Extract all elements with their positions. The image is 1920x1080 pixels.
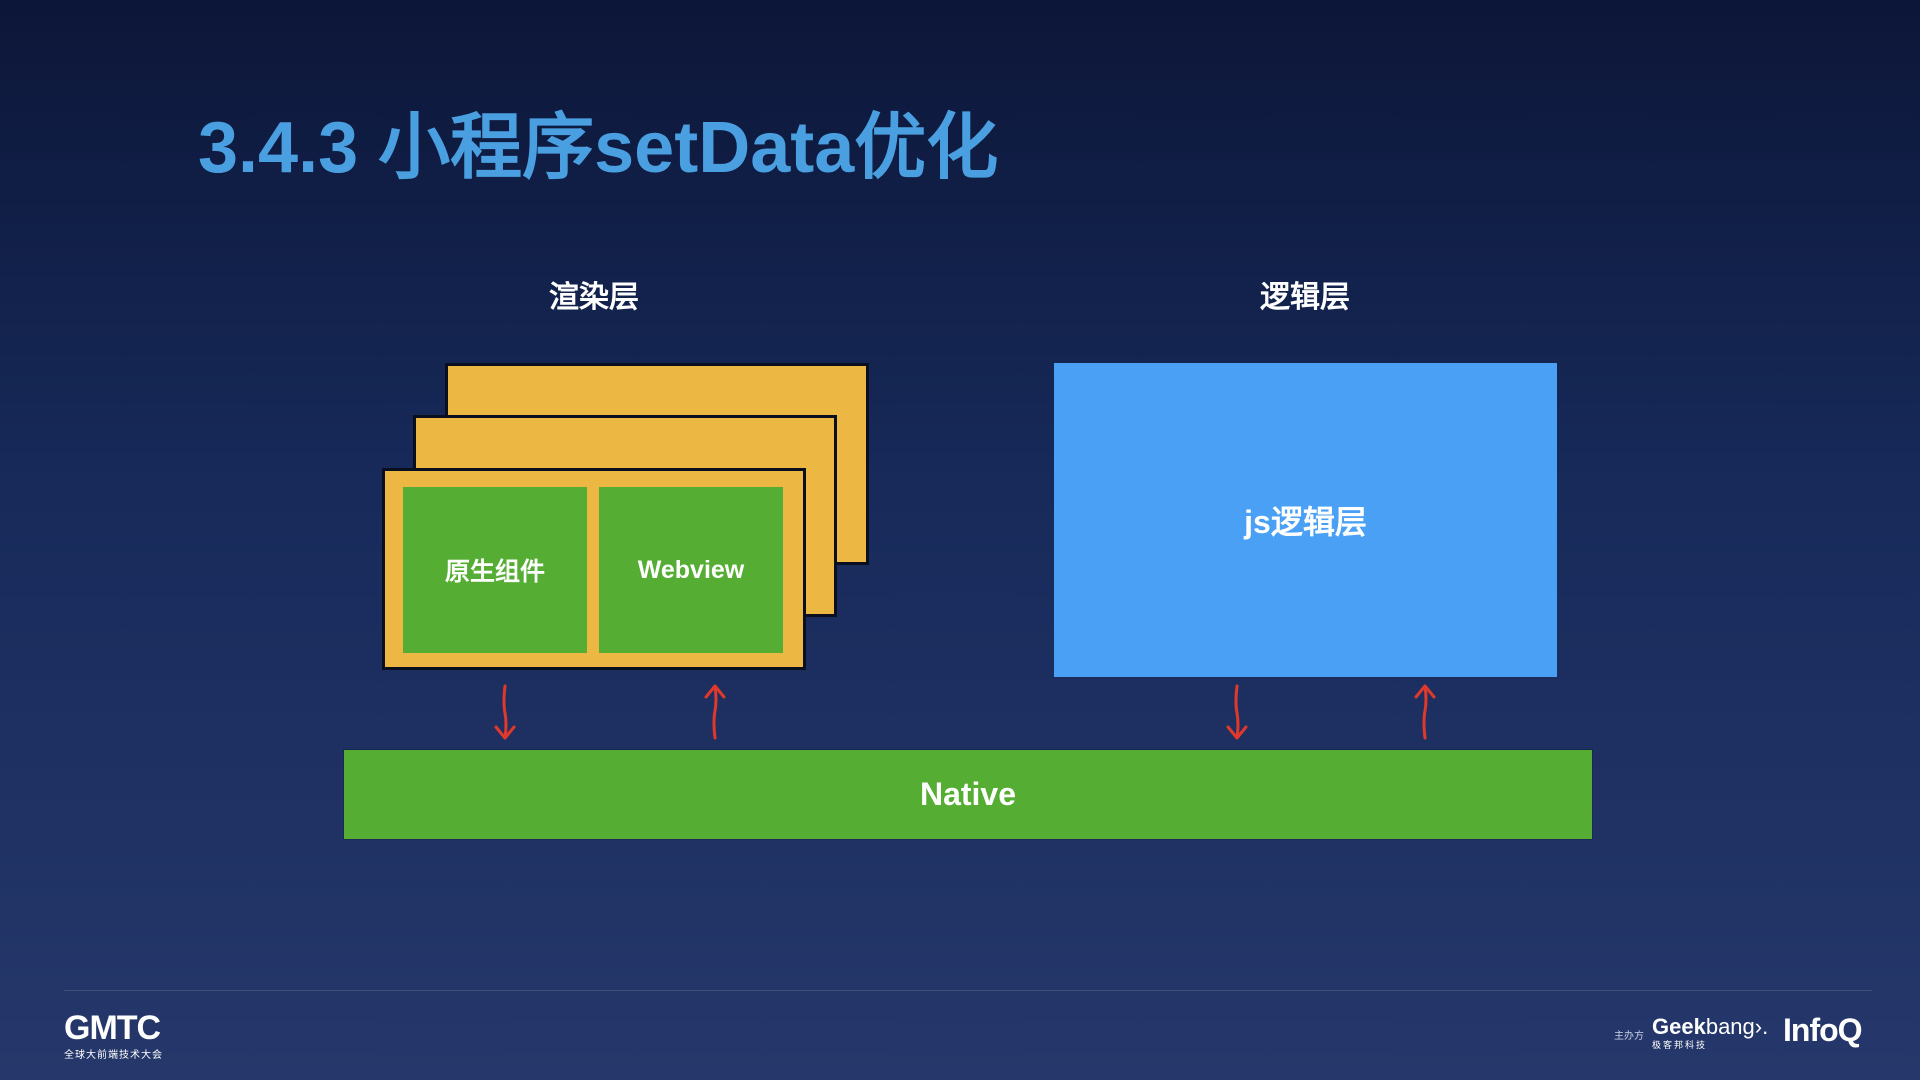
- arrow-up-icon: [1414, 684, 1436, 740]
- infoq-logo: InfoQ: [1783, 1012, 1863, 1048]
- gmtc-logo-text: GMTC: [64, 1009, 161, 1047]
- geekbang-logo-geek: Geek: [1652, 1014, 1706, 1039]
- js-logic-layer-box: js逻辑层: [1054, 363, 1557, 677]
- render-layer-heading: 渲染层: [549, 281, 639, 314]
- native-layer-bar: Native: [344, 750, 1592, 839]
- native-bar-label: Native: [919, 776, 1017, 812]
- geekbang-logo-subtitle: 极客邦科技: [1652, 1040, 1708, 1050]
- geekbang-logo-mark: ›.: [1754, 1014, 1769, 1039]
- gmtc-logo-subtitle: 全球大前端技术大会: [64, 1050, 163, 1061]
- gmtc-logo: GMTC 全球大前端技术大会: [64, 1009, 174, 1061]
- webview-box: Webview: [599, 487, 783, 653]
- arrow-down-icon: [1226, 684, 1248, 740]
- native-component-box: 原生组件: [403, 487, 587, 653]
- render-layer-card-front: 原生组件 Webview: [382, 468, 806, 670]
- geekbang-logo: Geekbang›. 极客邦科技: [1652, 1016, 1772, 1056]
- geekbang-logo-bang: bang: [1705, 1014, 1755, 1039]
- sponsor-label: 主办方: [1614, 1031, 1644, 1042]
- native-component-label: 原生组件: [444, 558, 545, 586]
- slide-title: 3.4.3 小程序setData优化: [198, 108, 999, 188]
- webview-label: Webview: [637, 555, 745, 584]
- arrow-up-icon: [704, 684, 726, 740]
- footer-divider: [64, 990, 1872, 991]
- logic-layer-heading: 逻辑层: [1260, 281, 1350, 314]
- arrow-down-icon: [494, 684, 516, 740]
- js-logic-label: js逻辑层: [1244, 504, 1367, 540]
